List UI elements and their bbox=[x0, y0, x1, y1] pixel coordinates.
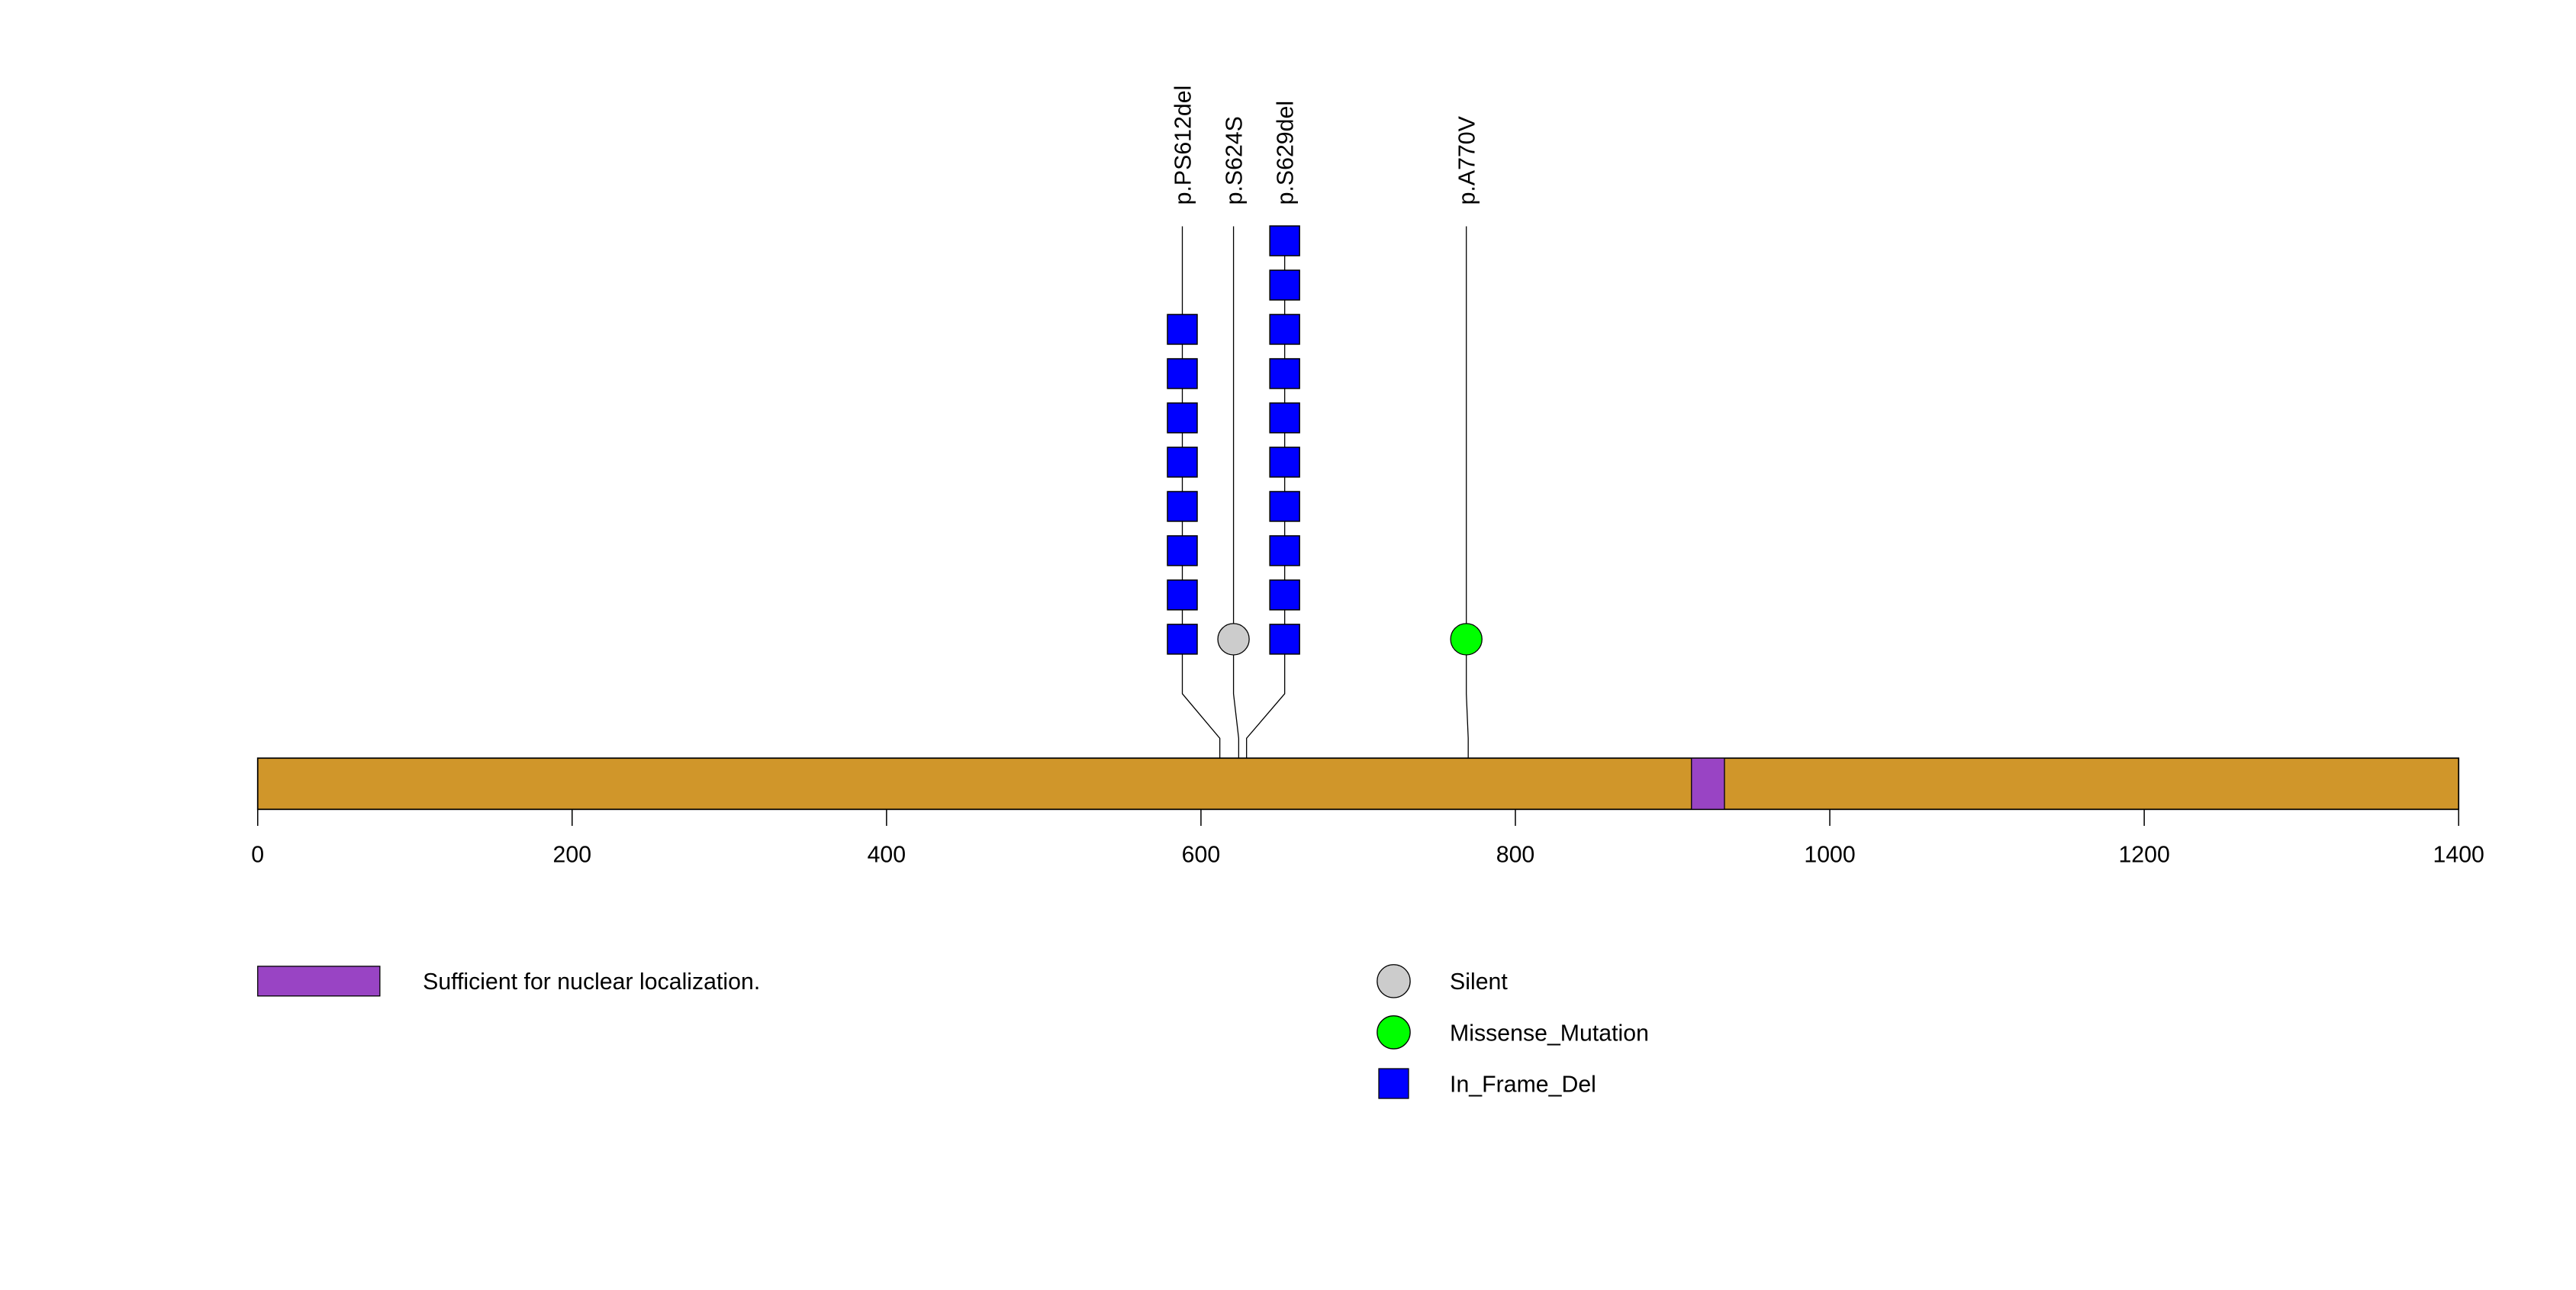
legend-type-label: Missense_Mutation bbox=[1450, 1021, 1649, 1046]
legend-domain-swatch bbox=[257, 966, 381, 997]
legend-circle-icon bbox=[1377, 964, 1411, 998]
mutation-marker-square bbox=[1167, 535, 1198, 566]
mutation-marker-circle bbox=[1450, 623, 1483, 656]
legend-circle-icon bbox=[1377, 1015, 1411, 1050]
mutation-marker-square bbox=[1167, 358, 1198, 389]
x-tick-label: 200 bbox=[553, 843, 592, 868]
legend-domain-label: Sufficient for nuclear localization. bbox=[423, 969, 760, 995]
mutation-marker-square bbox=[1167, 624, 1198, 655]
mutation-label: p.PS612del bbox=[1170, 85, 1196, 205]
x-tick-label: 800 bbox=[1496, 843, 1535, 868]
mutation-marker-square bbox=[1269, 579, 1300, 611]
legend-type-label: Silent bbox=[1450, 969, 1508, 995]
mutation-marker-square bbox=[1167, 314, 1198, 345]
legend-square-icon bbox=[1378, 1068, 1409, 1099]
x-tick-label: 1000 bbox=[1804, 843, 1855, 868]
mutation-stem bbox=[1466, 226, 1469, 759]
mutation-label: p.A770V bbox=[1455, 115, 1480, 205]
mutation-marker-circle bbox=[1217, 623, 1250, 656]
domain-0 bbox=[1691, 757, 1725, 810]
mutation-marker-square bbox=[1269, 225, 1300, 256]
mutation-label: p.S624S bbox=[1222, 116, 1247, 205]
mutation-marker-square bbox=[1167, 402, 1198, 434]
x-tick-label: 0 bbox=[251, 843, 264, 868]
mutation-marker-square bbox=[1167, 447, 1198, 478]
mutation-marker-square bbox=[1269, 535, 1300, 566]
mutation-marker-square bbox=[1269, 358, 1300, 389]
legend-type-label: In_Frame_Del bbox=[1450, 1072, 1596, 1097]
mutation-marker-square bbox=[1269, 624, 1300, 655]
x-tick-label: 1400 bbox=[2433, 843, 2484, 868]
mutation-marker-square bbox=[1167, 491, 1198, 522]
x-tick-label: 1200 bbox=[2118, 843, 2169, 868]
mutation-stem bbox=[1232, 226, 1240, 759]
mutation-marker-square bbox=[1269, 314, 1300, 345]
mutation-marker-square bbox=[1269, 402, 1300, 434]
mutation-marker-square bbox=[1269, 447, 1300, 478]
mutation-label: p.S629del bbox=[1273, 101, 1298, 205]
mutation-marker-square bbox=[1167, 579, 1198, 611]
mutation-marker-square bbox=[1269, 269, 1300, 301]
protein-backbone bbox=[256, 757, 2460, 811]
x-tick-label: 600 bbox=[1182, 843, 1221, 868]
mutation-marker-square bbox=[1269, 491, 1300, 522]
x-tick-label: 400 bbox=[868, 843, 906, 868]
